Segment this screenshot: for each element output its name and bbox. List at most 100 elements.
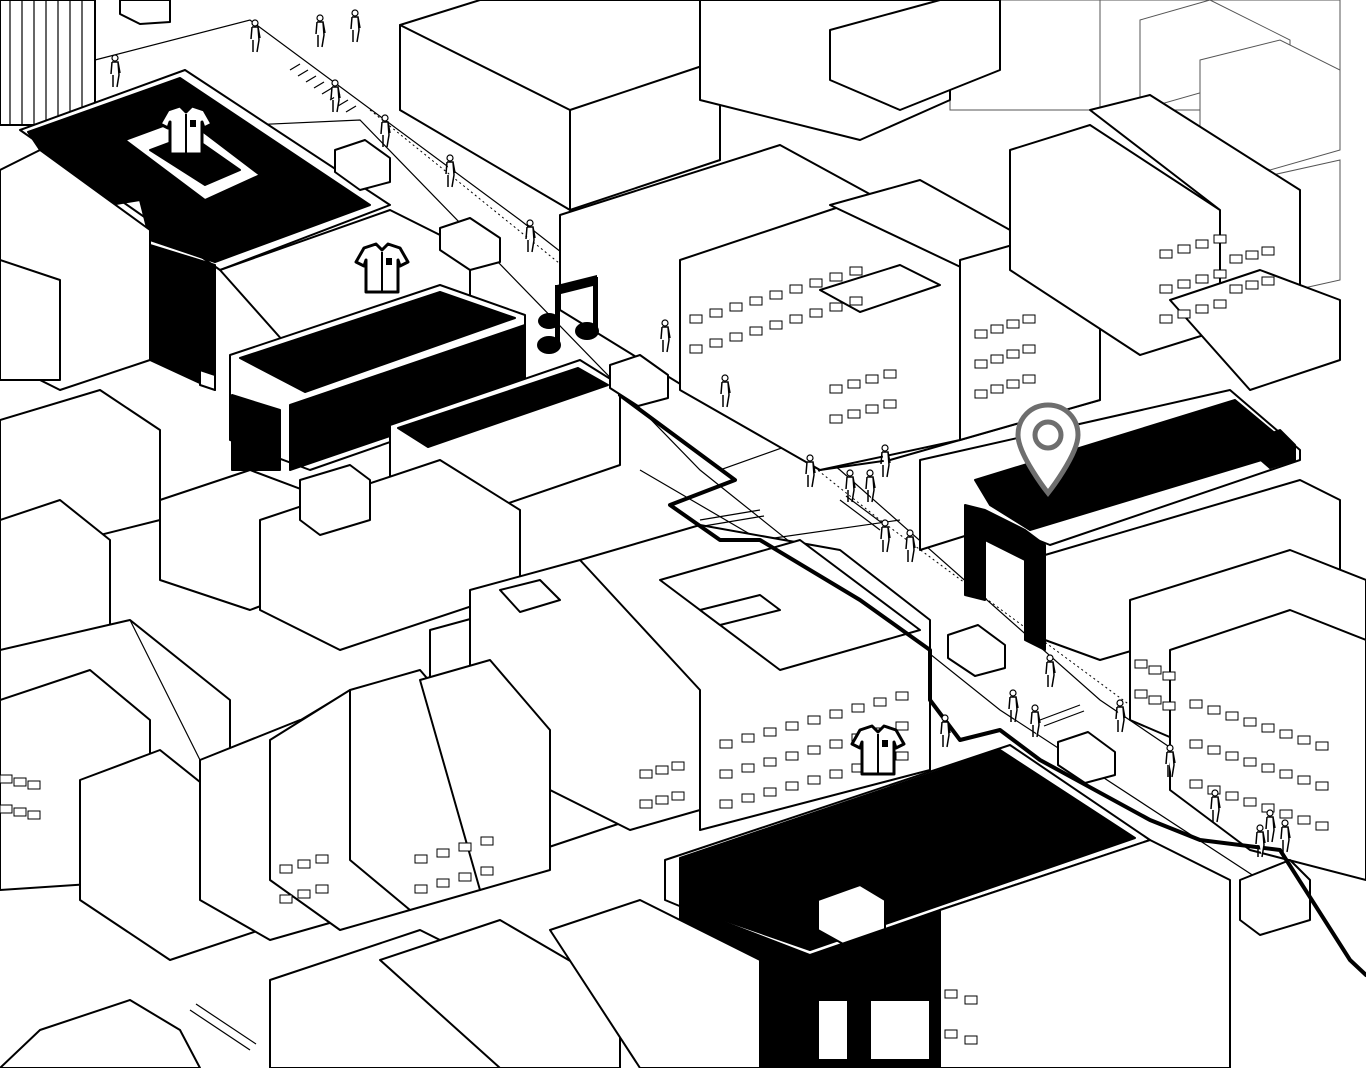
window <box>865 374 879 384</box>
window <box>785 721 799 731</box>
window <box>1159 314 1173 324</box>
shirt-icon <box>354 242 410 294</box>
window <box>849 296 863 306</box>
cars <box>119 0 1116 784</box>
window <box>895 721 909 731</box>
window <box>1022 314 1036 324</box>
highlighted-building-1 <box>19 69 391 391</box>
pedestrians <box>110 9 1291 858</box>
window <box>1315 821 1329 831</box>
car <box>119 0 171 25</box>
music-notes-icon <box>537 275 599 354</box>
pedestrian <box>250 19 261 53</box>
window <box>974 329 988 339</box>
window <box>13 777 27 787</box>
window <box>807 775 821 785</box>
window <box>709 338 723 348</box>
tower-building <box>0 0 96 126</box>
window <box>1297 815 1311 825</box>
location-pin-icon <box>1015 402 1081 498</box>
left-buildings <box>0 149 521 681</box>
window <box>990 354 1004 364</box>
window <box>1225 751 1239 761</box>
pedestrian <box>1008 689 1019 723</box>
window <box>1315 741 1329 751</box>
window <box>315 854 329 864</box>
window <box>1245 280 1259 290</box>
window <box>719 739 733 749</box>
window <box>689 314 703 324</box>
shirt-icon <box>850 724 906 776</box>
window <box>1195 304 1209 314</box>
pedestrian <box>525 219 536 253</box>
window <box>480 836 494 846</box>
window <box>1279 769 1293 779</box>
window <box>974 359 988 369</box>
window <box>27 780 41 790</box>
window <box>1229 254 1243 264</box>
window <box>0 804 13 814</box>
window <box>436 878 450 888</box>
window <box>1006 379 1020 389</box>
window <box>458 872 472 882</box>
highlighted-building-3 <box>919 389 1366 881</box>
shirt-icon <box>158 104 214 156</box>
window <box>847 379 861 389</box>
crosswalk <box>289 63 357 113</box>
window <box>883 369 897 379</box>
window <box>1177 244 1191 254</box>
window <box>297 889 311 899</box>
pedestrian <box>110 54 121 88</box>
window <box>639 769 653 779</box>
window <box>829 302 843 312</box>
crosswalk <box>189 495 1085 1051</box>
window <box>297 859 311 869</box>
window <box>895 691 909 701</box>
car <box>1057 731 1116 784</box>
window <box>1279 729 1293 739</box>
window <box>789 314 803 324</box>
window <box>847 409 861 419</box>
window <box>769 290 783 300</box>
window <box>990 384 1004 394</box>
window <box>865 404 879 414</box>
window <box>1207 745 1221 755</box>
window <box>279 894 293 904</box>
window <box>849 266 863 276</box>
window <box>1261 276 1275 286</box>
window <box>851 703 865 713</box>
window <box>741 733 755 743</box>
window <box>1245 250 1259 260</box>
bottom-buildings <box>0 899 761 1068</box>
pedestrian <box>880 519 891 553</box>
window <box>1159 284 1173 294</box>
window <box>1148 665 1162 675</box>
pedestrian <box>1280 819 1291 853</box>
window <box>789 284 803 294</box>
pedestrian <box>660 319 671 353</box>
pedestrian <box>1115 699 1126 733</box>
window <box>741 763 755 773</box>
window <box>458 842 472 852</box>
window <box>1213 299 1227 309</box>
pedestrian <box>380 114 391 148</box>
window <box>1159 249 1173 259</box>
window <box>1243 717 1257 727</box>
row-houses <box>0 619 551 961</box>
window <box>1279 809 1293 819</box>
window <box>1297 775 1311 785</box>
window <box>671 791 685 801</box>
window <box>829 739 843 749</box>
window <box>0 774 13 784</box>
window <box>763 757 777 767</box>
window <box>749 326 763 336</box>
window <box>1315 781 1329 791</box>
window <box>655 795 669 805</box>
car <box>609 354 669 407</box>
window-grid <box>0 234 1329 1045</box>
window <box>13 807 27 817</box>
pedestrian <box>1165 744 1176 778</box>
window <box>279 864 293 874</box>
window <box>1261 723 1275 733</box>
window <box>785 751 799 761</box>
